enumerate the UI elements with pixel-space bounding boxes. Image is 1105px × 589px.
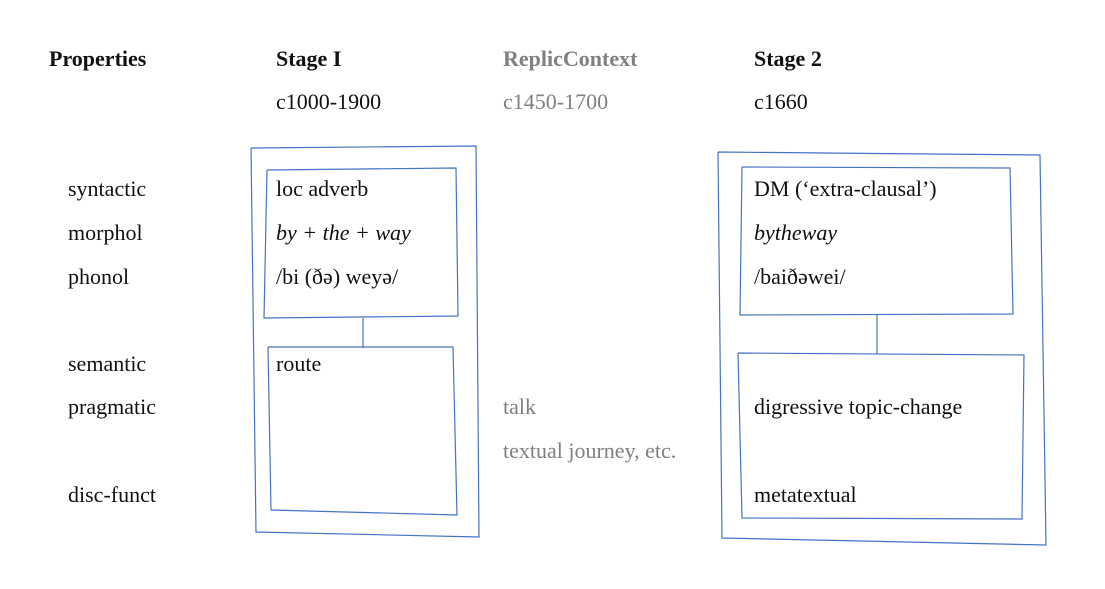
stage1-date: c1000-1900 xyxy=(276,89,382,114)
stage2-disc-funct: metatextual xyxy=(754,482,857,507)
property-morphol: morphol xyxy=(68,220,143,245)
property-disc-funct: disc-funct xyxy=(68,482,156,507)
stage1-header: Stage I xyxy=(276,46,342,71)
stage2-meaning-box xyxy=(737,352,1025,520)
property-phonol: phonol xyxy=(68,264,130,289)
replic-pragmatic: talk xyxy=(503,394,536,419)
properties-header: Properties xyxy=(49,46,147,71)
property-semantic: semantic xyxy=(68,351,147,376)
stage1-outer-box xyxy=(250,145,480,538)
stage2-morphol: bytheway xyxy=(754,220,838,245)
stage1-phonol: /bi (ðə) weyə/ xyxy=(276,264,399,289)
stage2-outer-box xyxy=(717,151,1047,546)
stage1-meaning-box xyxy=(267,346,458,516)
replic-textual: textual journey, etc. xyxy=(503,438,677,463)
replic-context-header: ReplicContext xyxy=(503,46,638,71)
stage2-date: c1660 xyxy=(754,89,808,114)
stage2-phonol: /baiðəwei/ xyxy=(754,264,846,289)
stage1-syntactic: loc adverb xyxy=(276,176,369,201)
stage2-pragmatic: digressive topic-change xyxy=(754,394,963,419)
stage1-morphol: by + the + way xyxy=(276,220,411,245)
stage2-syntactic: DM (‘extra-clausal’) xyxy=(754,176,937,201)
property-syntactic: syntactic xyxy=(68,176,147,201)
property-pragmatic: pragmatic xyxy=(68,394,156,419)
stage2-header: Stage 2 xyxy=(754,46,822,71)
replic-context-date: c1450-1700 xyxy=(503,89,609,114)
stage1-semantic: route xyxy=(276,351,322,376)
stage2-form-box xyxy=(739,166,1014,316)
stage1-form-box xyxy=(263,167,459,319)
